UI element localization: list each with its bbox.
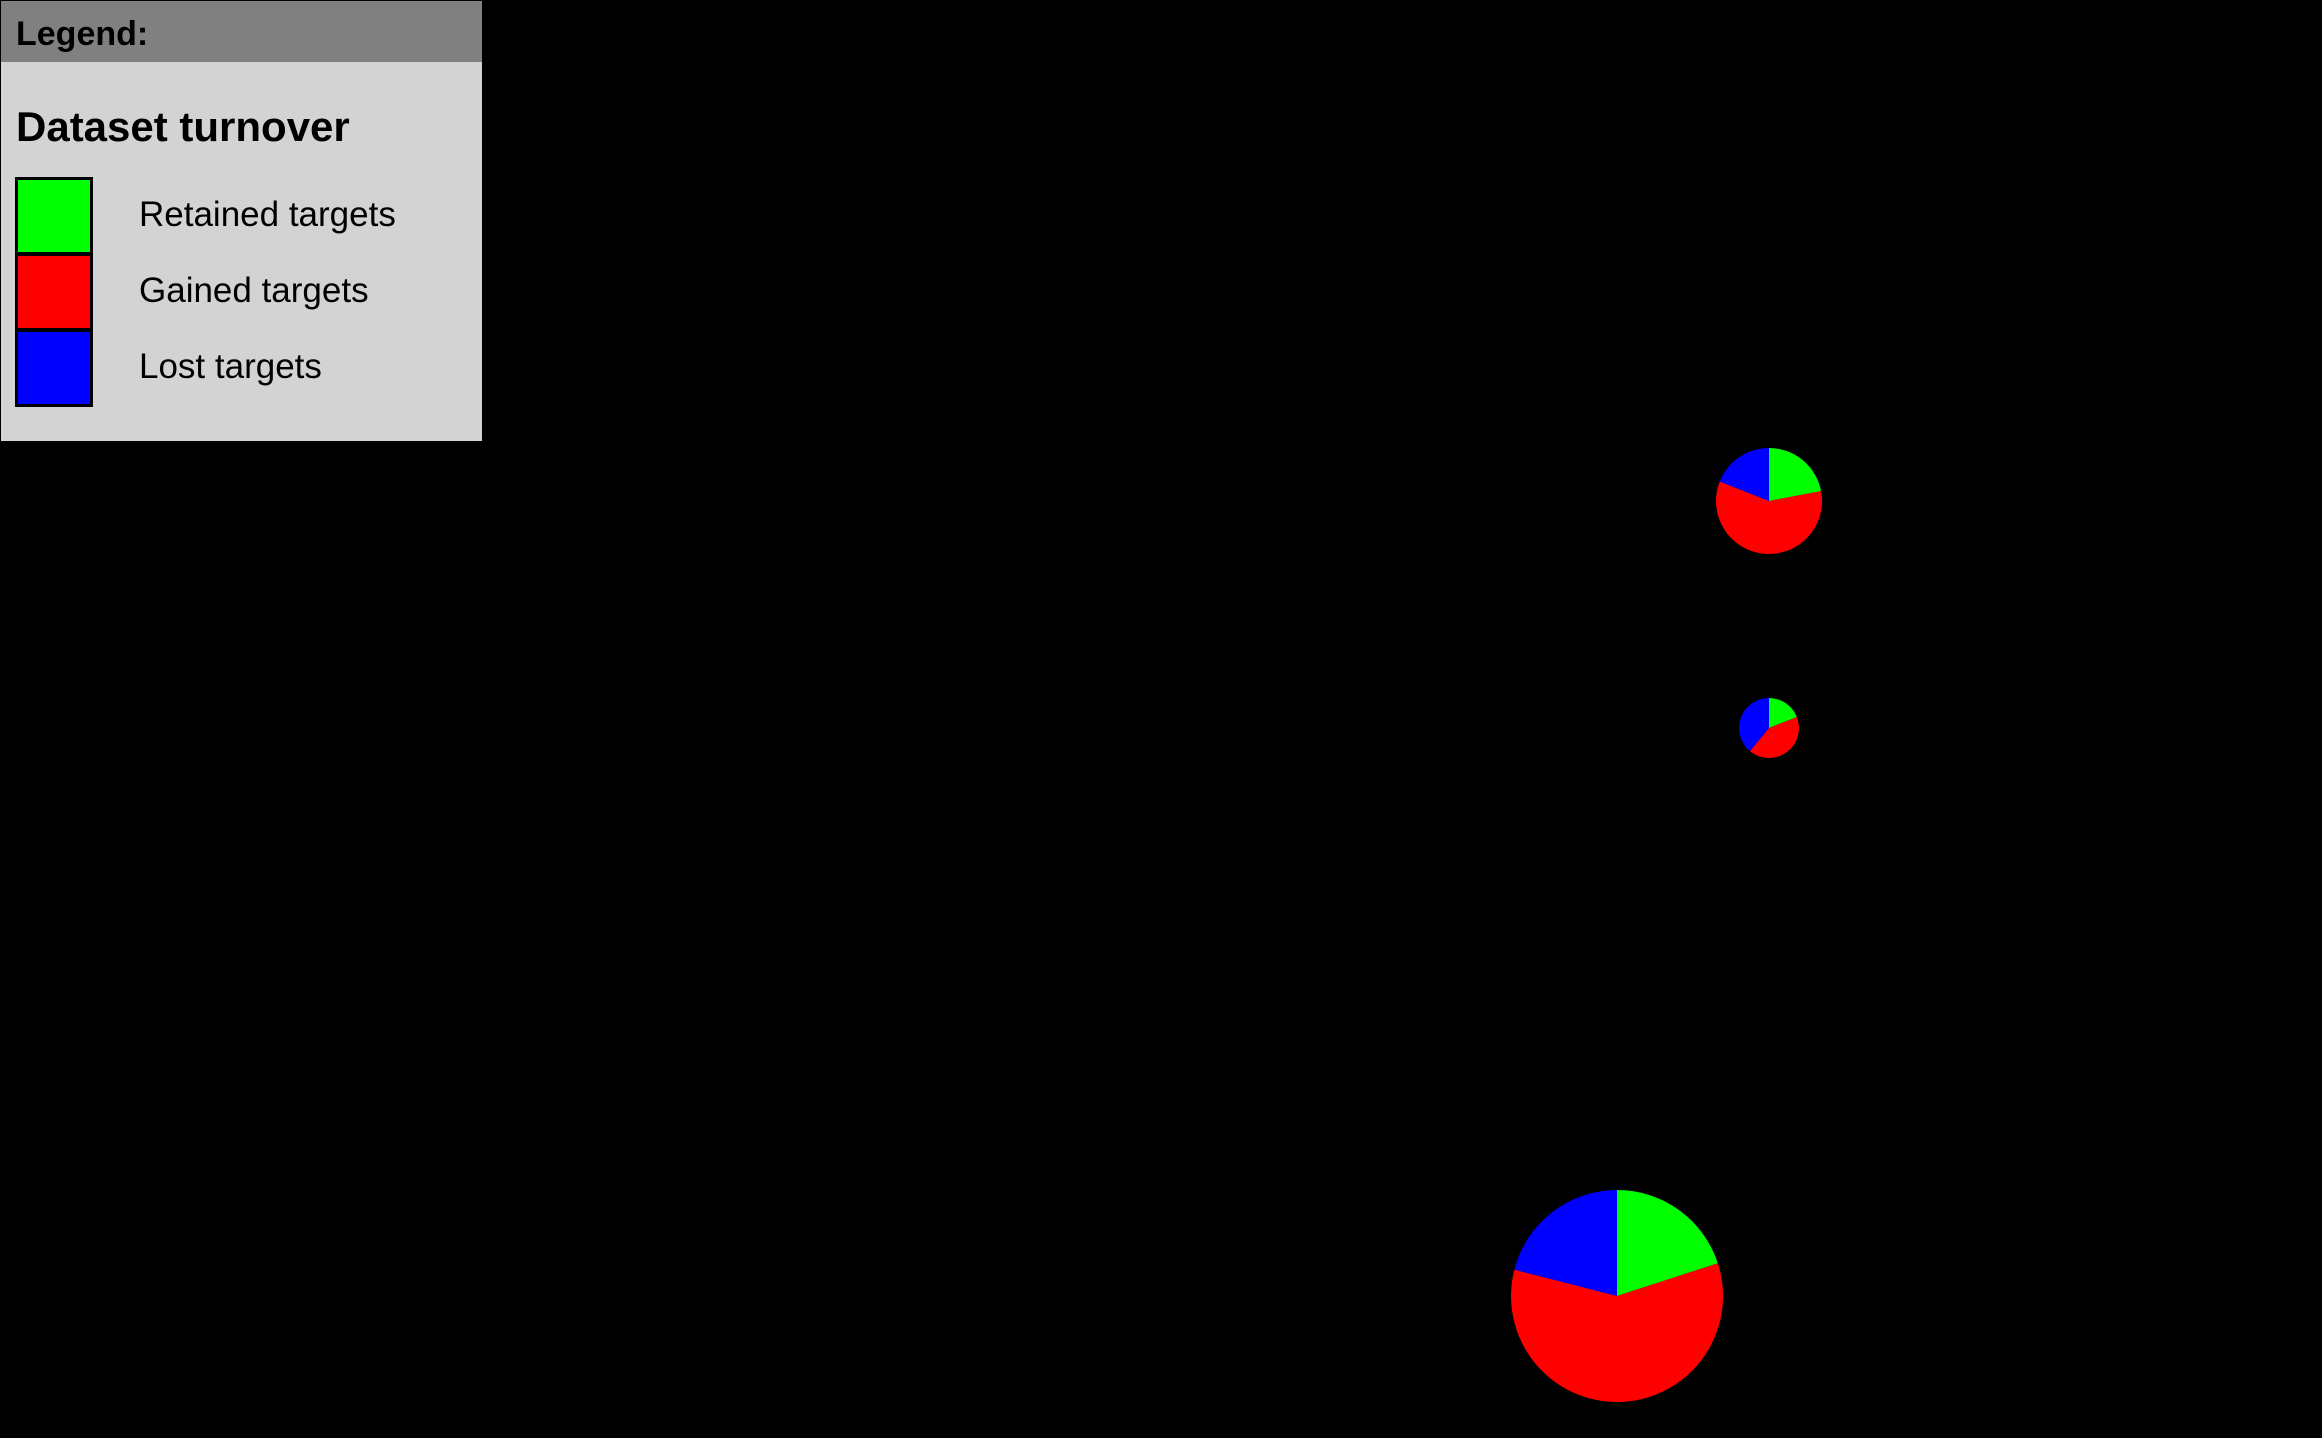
- pie-slice-lost-targets: [1719, 448, 1769, 501]
- pie-marker-1[interactable]: [1715, 448, 1822, 554]
- legend-item-retained: Retained targets: [15, 177, 455, 255]
- legend-item-gained: Gained targets: [15, 253, 455, 331]
- legend-panel: Legend: Dataset turnover Retained target…: [1, 1, 482, 441]
- legend-label: Gained targets: [139, 271, 369, 310]
- pie-marker-2[interactable]: [1739, 698, 1799, 759]
- pie-slice-gained-targets: [1511, 1263, 1723, 1402]
- pie-slice-retained-targets: [1617, 1190, 1718, 1296]
- pie-slice-retained-targets: [1769, 698, 1797, 728]
- pie-slice-lost-targets: [1739, 698, 1769, 752]
- pie-markers: [1511, 448, 1822, 1402]
- legend-header: Legend:: [1, 1, 482, 62]
- pie-slice-gained-targets: [1749, 716, 1799, 759]
- pie-slice-retained-targets: [1769, 448, 1822, 501]
- pie-slice-gained-targets: [1715, 481, 1822, 554]
- retained-swatch-icon: [15, 177, 93, 255]
- lost-swatch-icon: [15, 329, 93, 407]
- legend-label: Retained targets: [139, 195, 396, 234]
- legend-label: Lost targets: [139, 347, 322, 386]
- gained-swatch-icon: [15, 253, 93, 331]
- legend-item-lost: Lost targets: [15, 329, 455, 407]
- pie-marker-3[interactable]: [1511, 1190, 1723, 1402]
- pie-slice-lost-targets: [1514, 1190, 1617, 1296]
- legend-title: Dataset turnover: [16, 103, 350, 150]
